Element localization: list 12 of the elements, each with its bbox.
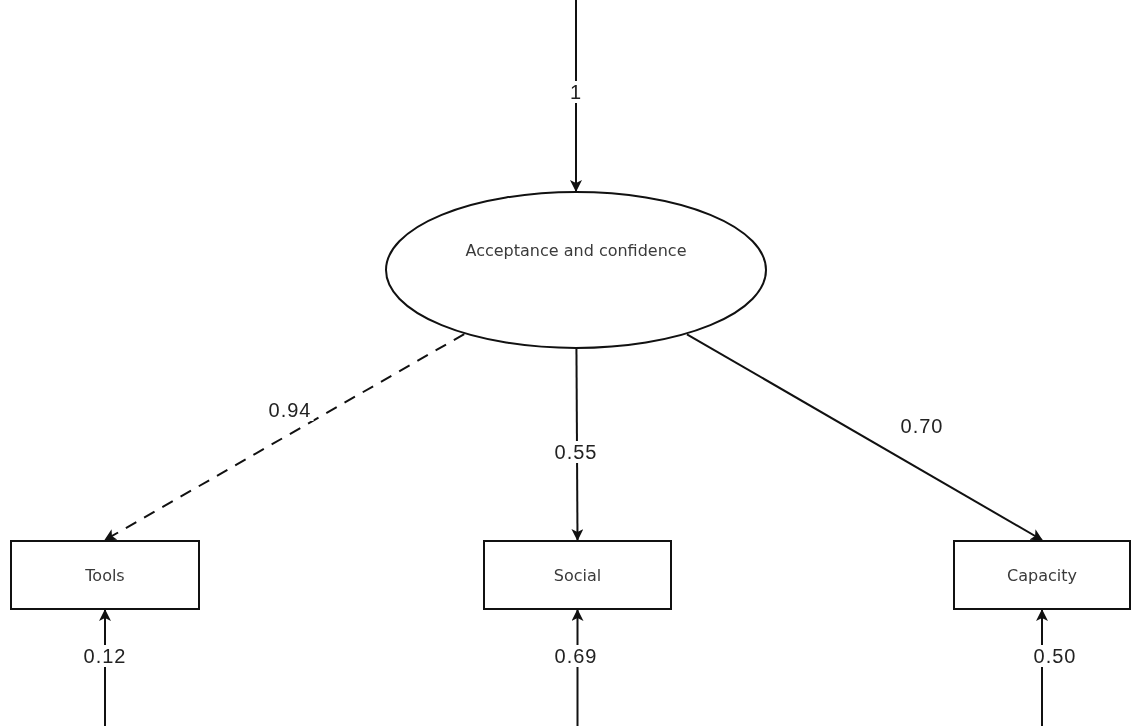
arrow [571, 348, 584, 541]
arrow [570, 0, 582, 192]
node-label: Acceptance and confidence [465, 240, 687, 260]
node-label: Tools [85, 565, 125, 585]
latent-ellipse [385, 191, 767, 349]
arrow [104, 333, 466, 541]
node-label: Capacity [1007, 565, 1077, 585]
arrow [685, 333, 1043, 541]
indicator-box [953, 540, 1131, 610]
indicator-box [10, 540, 200, 610]
indicator-box [483, 540, 672, 610]
node-label: Social [553, 565, 602, 585]
